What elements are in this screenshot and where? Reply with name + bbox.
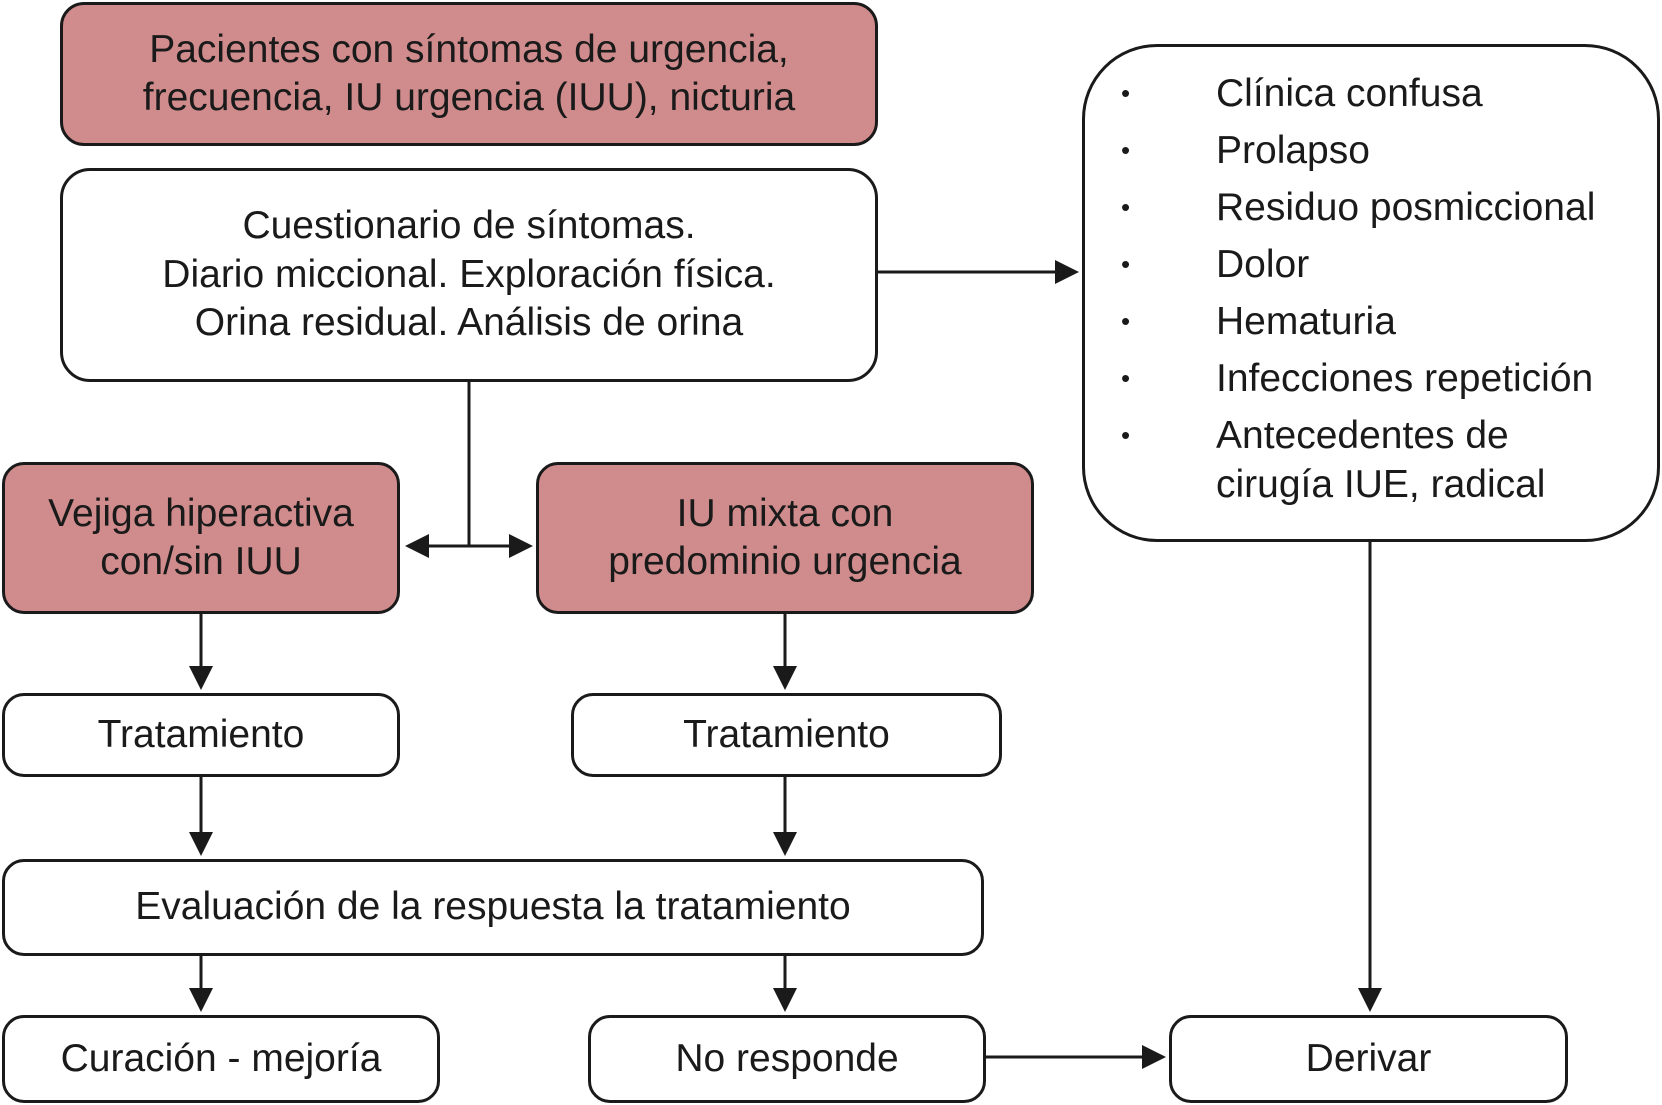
criterios-list: • Clínica confusa • Prolapso • Residuo posmic… <box>1121 69 1657 509</box>
bullet-icon: • <box>1121 249 1131 279</box>
node-text-line: Diario miccional. Exploración física. <box>162 252 776 296</box>
criterio-text: Clínica confusa <box>1216 69 1483 118</box>
bullet-icon: • <box>1121 192 1131 222</box>
criterio-item: • Clínica confusa <box>1121 69 1657 118</box>
criterio-text: Residuo posmiccional <box>1216 183 1595 232</box>
bullet-icon: • <box>1121 363 1131 393</box>
criterio-item: • Prolapso <box>1121 126 1657 175</box>
node-no-responde: No responde <box>588 1015 986 1103</box>
criterio-text-line: Hematuria <box>1216 300 1396 343</box>
criterio-item: • Hematuria <box>1121 297 1657 346</box>
criterio-text-line: Antecedentes de <box>1216 414 1509 457</box>
criterio-text-line: Dolor <box>1216 243 1310 286</box>
node-label: Curación - mejoría <box>60 1036 382 1080</box>
criterio-item: • Residuo posmiccional <box>1121 183 1657 232</box>
node-text-line: Cuestionario de síntomas. <box>242 204 696 248</box>
node-derivar: Derivar <box>1169 1015 1568 1103</box>
bullet-icon: • <box>1121 135 1131 165</box>
bullet-icon: • <box>1121 78 1131 108</box>
node-label: Tratamiento <box>97 712 305 756</box>
node-text-line: Pacientes con síntomas de urgencia, <box>149 27 789 71</box>
node-text-line: Orina residual. Análisis de orina <box>194 301 744 345</box>
criterio-text: Infecciones repetición <box>1216 354 1593 403</box>
bullet-icon: • <box>1121 420 1131 450</box>
criterio-text-line: cirugía IUE, radical <box>1216 463 1546 506</box>
node-iu-mixta: IU mixta con predominio urgencia <box>536 462 1034 614</box>
node-evaluacion-respuesta: Evaluación de la respuesta la tratamient… <box>2 859 984 956</box>
criterio-text: Hematuria <box>1216 297 1396 346</box>
node-curacion-mejoria: Curación - mejoría <box>2 1015 440 1103</box>
bullet-icon: • <box>1121 306 1131 336</box>
node-tratamiento-mixta: Tratamiento <box>571 693 1002 777</box>
criterio-text-line: Residuo posmiccional <box>1216 186 1596 229</box>
criterio-text: Prolapso <box>1216 126 1370 175</box>
node-label: Derivar <box>1305 1036 1432 1080</box>
criterio-text-line: Infecciones repetición <box>1216 357 1594 400</box>
criterio-text-line: Clínica confusa <box>1216 72 1483 115</box>
node-vejiga-hiperactiva: Vejiga hiperactiva con/sin IUU <box>2 462 400 614</box>
criterio-item: • Infecciones repetición <box>1121 354 1657 403</box>
node-tratamiento-vejiga: Tratamiento <box>2 693 400 777</box>
node-text-line: frecuencia, IU urgencia (IUU), nicturia <box>142 76 796 119</box>
node-criterios-derivacion: • Clínica confusa • Prolapso • Residuo posmic… <box>1082 44 1660 542</box>
criterio-item: • Antecedentes de cirugía IUE, radical <box>1121 411 1657 509</box>
criterio-text: Dolor <box>1216 240 1309 289</box>
node-text-line: Vejiga hiperactiva <box>48 491 354 535</box>
node-text-line: IU mixta con <box>676 491 894 535</box>
node-pacientes-sintomas: Pacientes con síntomas de urgencia, frec… <box>60 2 878 146</box>
node-label: No responde <box>675 1036 899 1080</box>
criterio-text-line: Prolapso <box>1216 129 1370 172</box>
node-label: Evaluación de la respuesta la tratamient… <box>135 885 851 929</box>
node-label: Tratamiento <box>683 712 890 756</box>
node-text-line: con/sin IUU <box>100 540 302 583</box>
node-text-line: predominio urgencia <box>608 540 962 583</box>
node-evaluacion-inicial: Cuestionario de síntomas. Diario miccion… <box>60 168 878 382</box>
criterio-item: • Dolor <box>1121 240 1657 289</box>
criterio-text: Antecedentes de cirugía IUE, radical <box>1216 411 1545 509</box>
